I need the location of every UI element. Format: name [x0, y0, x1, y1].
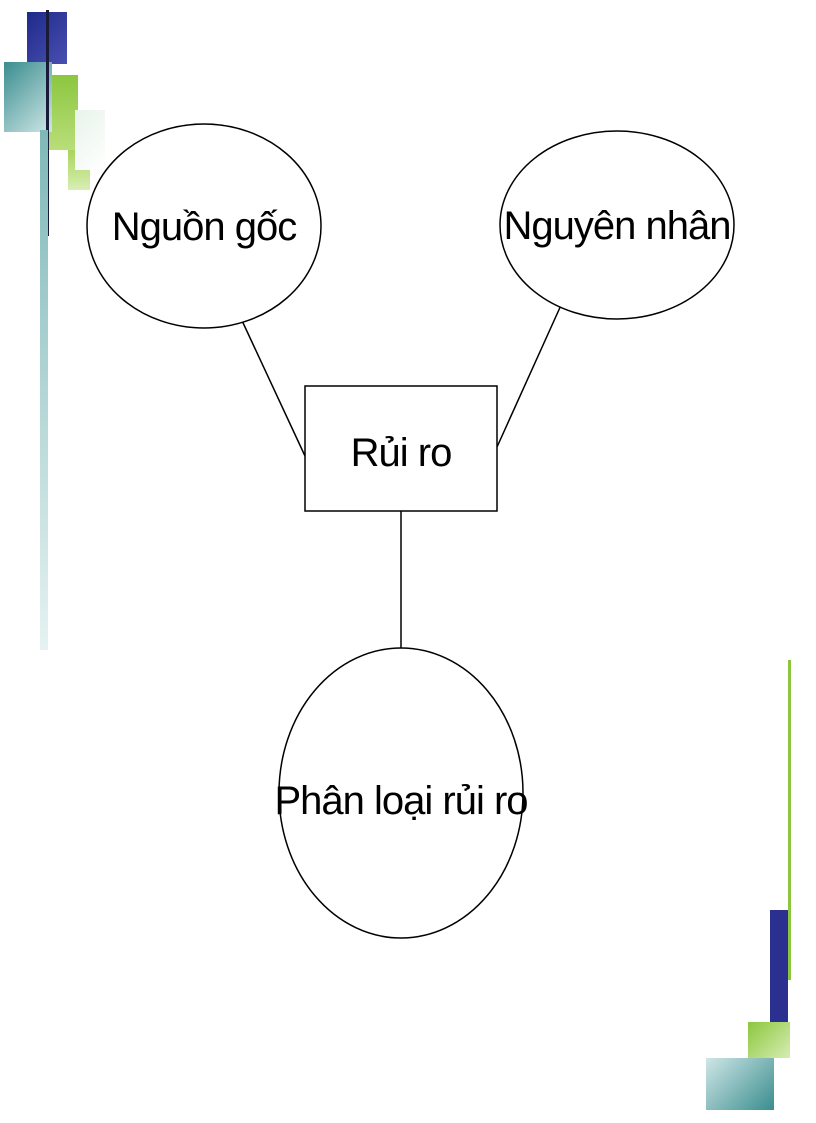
node-classification-label: Phân loại rủi ro: [274, 779, 527, 823]
center-node-label: Rủi ro: [351, 431, 452, 475]
connector-cause-to-center: [496, 302, 563, 448]
node-source-label: Nguồn gốc: [112, 205, 296, 249]
decor-top-left: [0, 0, 110, 660]
decor-vertical-lime-line: [788, 660, 791, 980]
node-source-ellipse: [86, 123, 322, 329]
decor-bottom-right: [700, 650, 810, 1123]
center-node-box: [304, 385, 498, 512]
decor-vertical-fade-bar: [40, 130, 48, 650]
node-cause-ellipse: [499, 130, 735, 320]
node-classification-ellipse: [278, 647, 524, 939]
decor-teal-block: [706, 1058, 774, 1110]
decor-fade-square: [75, 110, 105, 170]
decor-vertical-rule: [46, 10, 49, 236]
connector-source-to-center: [237, 311, 306, 457]
decor-lime-block: [748, 1022, 790, 1058]
decor-navy-bar: [770, 910, 788, 1022]
decor-teal-square: [4, 62, 52, 132]
node-cause-label: Nguyên nhân: [504, 204, 731, 248]
